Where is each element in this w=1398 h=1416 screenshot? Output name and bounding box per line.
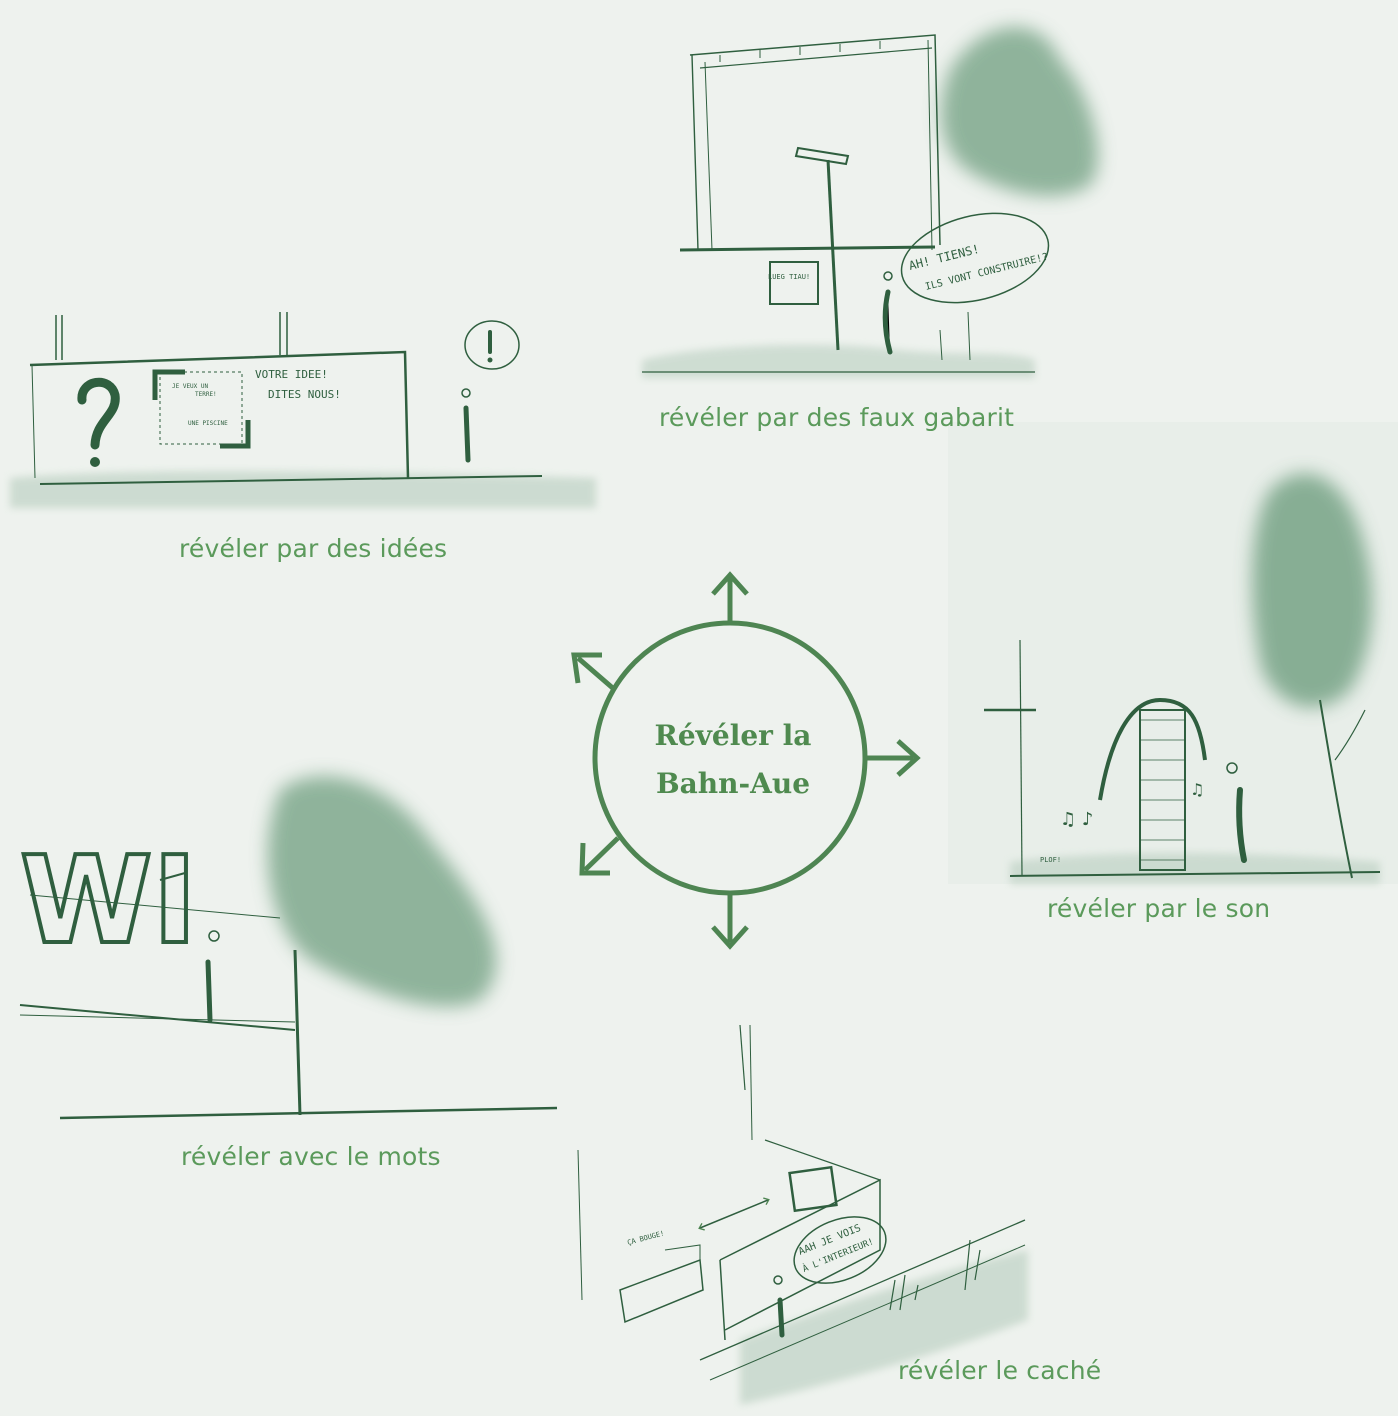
son-sketch-text: PLOF! — [1040, 856, 1061, 864]
mots-letters: WI — [20, 832, 197, 971]
svg-text:♫ ♪: ♫ ♪ — [1060, 809, 1093, 830]
arrow-down-icon — [713, 893, 747, 946]
cache-box-text: ÇA BOUGE! — [626, 1229, 665, 1247]
idees-card-line1: JE VEUX UN — [172, 383, 209, 390]
arrow-up-left-icon — [574, 655, 615, 690]
sketch-cache — [578, 1025, 1028, 1405]
arrow-right-icon — [865, 741, 917, 775]
caption-mots: révéler avec le mots — [181, 1142, 441, 1171]
sketch-faux-gabarit — [642, 27, 1098, 378]
arrow-up-icon — [713, 575, 747, 623]
idees-board-line2: DITES NOUS! — [268, 388, 341, 401]
caption-idees: révéler par des idées — [179, 534, 447, 563]
center-title-line2: Bahn-Aue — [600, 760, 866, 808]
caption-son: révéler par le son — [1047, 894, 1270, 923]
arrow-down-left-icon — [582, 838, 618, 873]
svg-text:♫: ♫ — [1190, 780, 1204, 799]
caption-faux-gabarit: révéler par des faux gabarit — [659, 403, 1014, 432]
idees-card-line2: TERRE! — [195, 391, 217, 398]
idees-card-line3: UNE PISCINE — [188, 420, 228, 427]
sketch-son: ♫ ♪ ♫ — [948, 422, 1398, 884]
gabarit-sign-text: LUEG TIAU! — [768, 273, 810, 281]
sketch-idees — [10, 312, 596, 508]
idees-board-line1: VOTRE IDEE! — [255, 368, 328, 381]
caption-cache: révéler le caché — [898, 1356, 1101, 1385]
center-title-line1: Révéler la — [600, 712, 866, 760]
center-title: Révéler la Bahn-Aue — [600, 712, 866, 808]
